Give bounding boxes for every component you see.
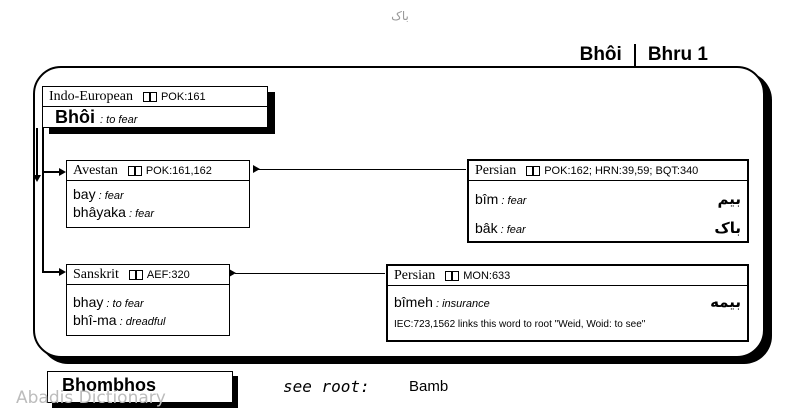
avestan-meaning: fear [104,190,124,202]
ie-meaning: to fear [106,114,138,126]
avestan-row: bay : fear [73,186,124,202]
connector-left-vertical [36,128,38,176]
ie-reference: POK:161 [160,90,206,103]
connector-persian2-sanskrit [235,273,385,274]
persian2-note: IEC:723,1562 links this word to root "We… [394,319,646,330]
sanskrit-meaning: to fear [112,298,144,310]
ie-language: Indo-European [49,88,133,104]
persian2-meaning: insurance [442,298,490,310]
ie-entry: Bhôi : to fear [55,107,138,127]
avestan-word: bhâyaka [73,204,126,220]
connector-vertical [42,128,44,272]
avestan-reference: POK:161,162 [145,164,212,177]
persian2-reference: MON:633 [463,269,511,282]
sanskrit-row: bhay : to fear [73,294,144,310]
persian1-meaning: fear [506,224,526,236]
sanskrit-meaning: dreadful [125,316,166,328]
persian2-row: bîmeh : insurance بیمه [394,293,741,311]
sanskrit-reference: AEF:320 [146,268,190,281]
sanskrit-word: bhay [73,294,104,310]
header-divider [633,44,636,66]
persian2-header: Persian MON:633 [388,266,747,286]
persian1-row: bâk : fear باک [475,219,741,237]
avestan-row: bhâyaka : fear [73,204,155,220]
root-header: Bhôi Bhru 1 [580,44,708,66]
persian1-row: bîm : fear بیم [475,190,741,208]
related-root-box[interactable]: Bhombhos [47,371,233,403]
ie-header: Indo-European POK:161 [43,87,267,107]
persian1-header: Persian POK:162; HRN:39,59; BQT:340 [469,161,747,181]
connector-avestan [42,171,60,173]
avestan-header: Avestan POK:161,162 [67,161,249,181]
top-word: باک [391,9,409,23]
watermark: Abadis Dictionary [16,388,166,408]
avestan-word: bay [73,186,96,202]
book-icon [142,91,157,102]
sanskrit-header: Sanskrit AEF:320 [67,265,229,285]
persian1-word: bâk [475,220,498,236]
connector-sanskrit [42,271,60,273]
indo-european-box: Indo-European POK:161 Bhôi : to fear [42,86,268,128]
ie-word: Bhôi [55,107,95,127]
book-icon [445,270,460,281]
sanskrit-row: bhî-ma : dreadful [73,312,166,328]
book-icon [526,165,541,176]
root-subtitle: Bhru 1 [647,44,708,65]
sanskrit-language: Sanskrit [73,266,119,282]
connector-persian1-avestan [258,169,466,170]
persian1-reference: POK:162; HRN:39,59; BQT:340 [544,164,699,177]
book-icon [127,165,142,176]
book-icon [128,269,143,280]
sanskrit-box: Sanskrit AEF:320 bhay : to fear bhî-ma :… [66,264,230,336]
persian1-word: bîm [475,191,499,207]
avestan-language: Avestan [73,162,118,178]
persian-box-2: Persian MON:633 bîmeh : insurance بیمه I… [386,264,749,342]
root-title: Bhôi [579,44,622,65]
persian1-meaning: fear [507,195,527,207]
avestan-box: Avestan POK:161,162 bay : fear bhâyaka :… [66,160,250,228]
arrow-sanskrit-persian2 [229,269,236,277]
arrow-to-avestan [59,168,66,176]
persian1-script: باک [714,219,741,237]
persian-box-1: Persian POK:162; HRN:39,59; BQT:340 bîm … [467,159,749,243]
avestan-meaning: fear [135,208,155,220]
arrow-avestan-persian1 [253,165,260,173]
sanskrit-word: bhî-ma [73,312,117,328]
persian1-script: بیم [717,190,741,208]
persian2-script: بیمه [710,293,741,311]
see-root-link[interactable]: Bamb [409,378,449,395]
persian2-word: bîmeh [394,294,433,310]
arrow-down [33,175,41,182]
persian2-language: Persian [394,267,436,283]
see-root-label: see root: [283,377,370,396]
arrow-to-sanskrit [59,268,66,276]
persian1-language: Persian [475,162,517,178]
